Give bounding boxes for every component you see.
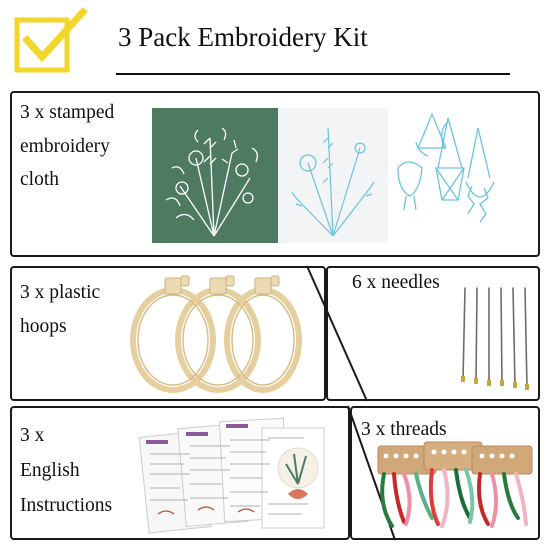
checkbox-check-icon (14, 7, 88, 73)
cloth-label-line: 3 x stamped (20, 102, 115, 123)
needles-panel (326, 266, 540, 401)
threads-panel (350, 406, 540, 540)
cloth-label-line: cloth (20, 169, 59, 191)
page-title: 3 Pack Embroidery Kit (118, 22, 368, 52)
green-cloth-image (152, 108, 278, 243)
embroidery-hoops-image (130, 275, 302, 393)
threads-image (377, 441, 533, 528)
instructions-label-line: 3 x (20, 425, 45, 446)
hoops-panel (10, 266, 326, 401)
instructions-label-line: Instructions (20, 495, 113, 517)
cloth-label: 3 x stamped embroidery cloth (20, 96, 114, 197)
instructions-panel (10, 406, 350, 540)
cloth-panel (10, 91, 540, 257)
needles-image (461, 287, 529, 390)
instructions-label: 3 x English Instructions (20, 418, 112, 523)
threads-label: 3 x threads (361, 419, 447, 440)
title-underline (116, 73, 510, 75)
hoops-label-line: 3 x plastic (20, 282, 101, 303)
hoops-label: 3 x plastic hoops (20, 276, 100, 343)
hanging-plants-cloth-image (388, 108, 510, 243)
cloth-label-line: embroidery (20, 135, 110, 157)
hoops-label-line: hoops (20, 315, 67, 337)
instructions-label-line: English (20, 460, 80, 482)
instruction-sheets-image (138, 417, 325, 534)
white-cloth-image (278, 108, 388, 243)
needles-label: 6 x needles (352, 272, 440, 293)
